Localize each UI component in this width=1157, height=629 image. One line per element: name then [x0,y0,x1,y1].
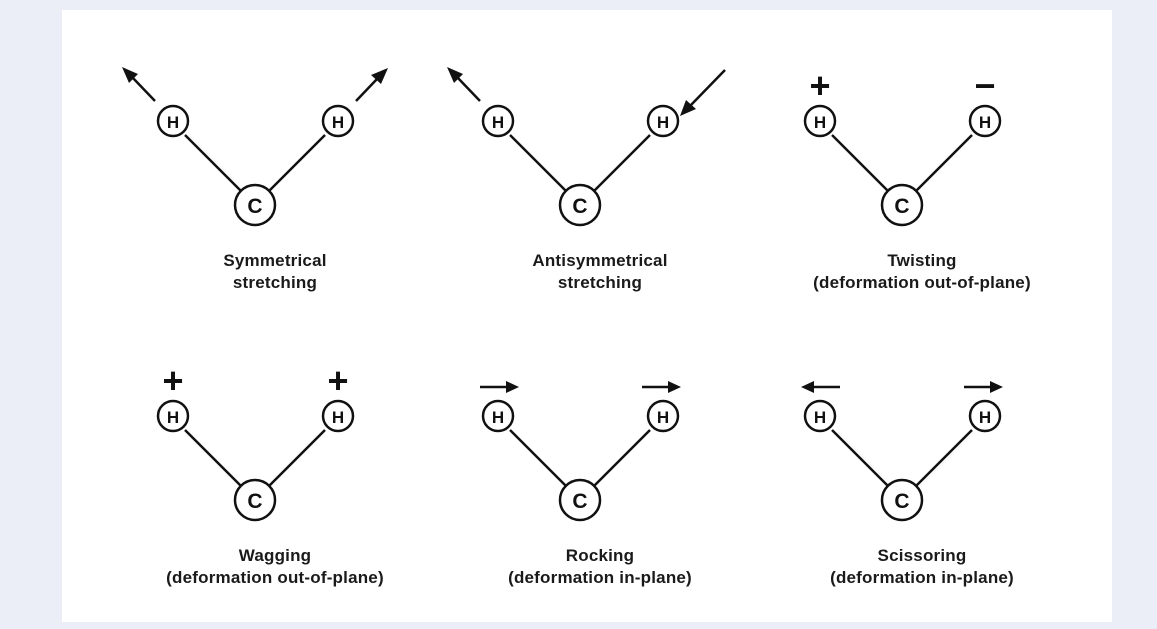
arrow-up-left-icon [122,67,156,102]
minus-sign-icon: − [974,65,995,106]
carbon-atom [880,183,924,227]
hydrogen-label-right: H [979,408,991,427]
carbon-label: C [572,195,587,218]
bond-left [831,429,893,491]
hydrogen-atom-right [321,399,355,433]
molecule-diagram: C H H [447,67,726,227]
arrow-up-right-icon [355,68,388,102]
hydrogen-label-left: H [167,408,179,427]
mode-caption: Antisymmetrical stretching [430,250,770,294]
hydrogen-atom-left [481,399,515,433]
carbon-atom [558,478,602,522]
molecule-diagram: C H H [480,381,681,522]
caption-title: Scissoring [877,546,967,565]
hydrogen-atom-right [646,399,680,433]
molecule-diagram: C H H + + [156,360,355,522]
plus-sign-icon: + [809,65,830,106]
caption-subtitle: (deformation in-plane) [830,568,1014,587]
hydrogen-atom-left [481,104,515,138]
hydrogen-label-left: H [814,408,826,427]
arrow-up-left-icon [447,67,481,102]
hydrogen-label-right: H [657,113,669,132]
caption-subtitle: stretching [232,273,318,292]
hydrogen-label-right: H [332,408,344,427]
molecule-diagram: C H H + − [803,65,1002,227]
arrow-right-icon [964,381,1003,393]
arrow-right-icon [480,381,519,393]
mode-caption: Scissoring (deformation in-plane) [752,545,1092,589]
hydrogen-atom-left [156,399,190,433]
arrow-right-icon [642,381,681,393]
caption-title: Wagging [238,546,312,565]
caption-subtitle: stretching [557,273,643,292]
caption-title: Antisymmetrical [532,251,668,270]
mode-caption: Twisting (deformation out-of-plane) [752,250,1092,294]
hydrogen-atom-left [156,104,190,138]
bond-right [911,429,973,491]
hydrogen-label-left: H [814,113,826,132]
hydrogen-atom-right [321,104,355,138]
molecule-diagram: C H H [801,381,1003,522]
mode-wagging: C H H + + Wagging (deformation out-of-pl… [105,305,445,605]
mode-antisymmetrical-stretching: C H H Antisymmetrical stretching [430,10,770,310]
hydrogen-atom-right [968,399,1002,433]
bond-left [184,429,246,491]
hydrogen-atom-left [803,104,837,138]
carbon-label: C [894,195,909,218]
hydrogen-atom-right [646,104,680,138]
diagram-page: C H H Symmetrical stretching C [62,10,1112,622]
carbon-atom [233,183,277,227]
carbon-label: C [247,490,262,513]
bond-left [184,134,246,196]
caption-subtitle: (deformation in-plane) [508,568,692,587]
caption-title: Twisting [887,251,957,270]
hydrogen-label-left: H [167,113,179,132]
hydrogen-label-left: H [492,113,504,132]
carbon-label: C [572,490,587,513]
mode-symmetrical-stretching: C H H Symmetrical stretching [105,10,445,310]
mode-twisting: C H H + − Twisting (deformation out-of-p… [752,10,1092,310]
carbon-label: C [247,195,262,218]
carbon-label: C [894,490,909,513]
caption-subtitle: (deformation out-of-plane) [813,273,1031,292]
bond-right [264,429,326,491]
bond-right [264,134,326,196]
hydrogen-label-right: H [657,408,669,427]
carbon-atom [880,478,924,522]
arrow-down-left-icon [680,69,726,116]
bond-left [509,429,571,491]
carbon-atom [558,183,602,227]
hydrogen-label-left: H [492,408,504,427]
mode-rocking: C H H Rocking (deformation in-plane) [430,305,770,605]
mode-caption: Rocking (deformation in-plane) [430,545,770,589]
hydrogen-atom-left [803,399,837,433]
mode-caption: Symmetrical stretching [105,250,445,294]
plus-sign-icon: + [327,360,348,401]
bond-right [911,134,973,196]
bond-right [589,429,651,491]
plus-sign-icon: + [162,360,183,401]
mode-caption: Wagging (deformation out-of-plane) [105,545,445,589]
caption-title: Symmetrical [223,251,327,270]
hydrogen-label-right: H [979,113,991,132]
arrow-left-icon [801,381,840,393]
bond-left [509,134,571,196]
carbon-atom [233,478,277,522]
caption-subtitle: (deformation out-of-plane) [166,568,384,587]
bond-left [831,134,893,196]
mode-scissoring: C H H Scissoring (deformation in-plane) [752,305,1092,605]
bond-right [589,134,651,196]
hydrogen-label-right: H [332,113,344,132]
hydrogen-atom-right [968,104,1002,138]
molecule-diagram: C H H [122,67,388,227]
caption-title: Rocking [565,546,635,565]
